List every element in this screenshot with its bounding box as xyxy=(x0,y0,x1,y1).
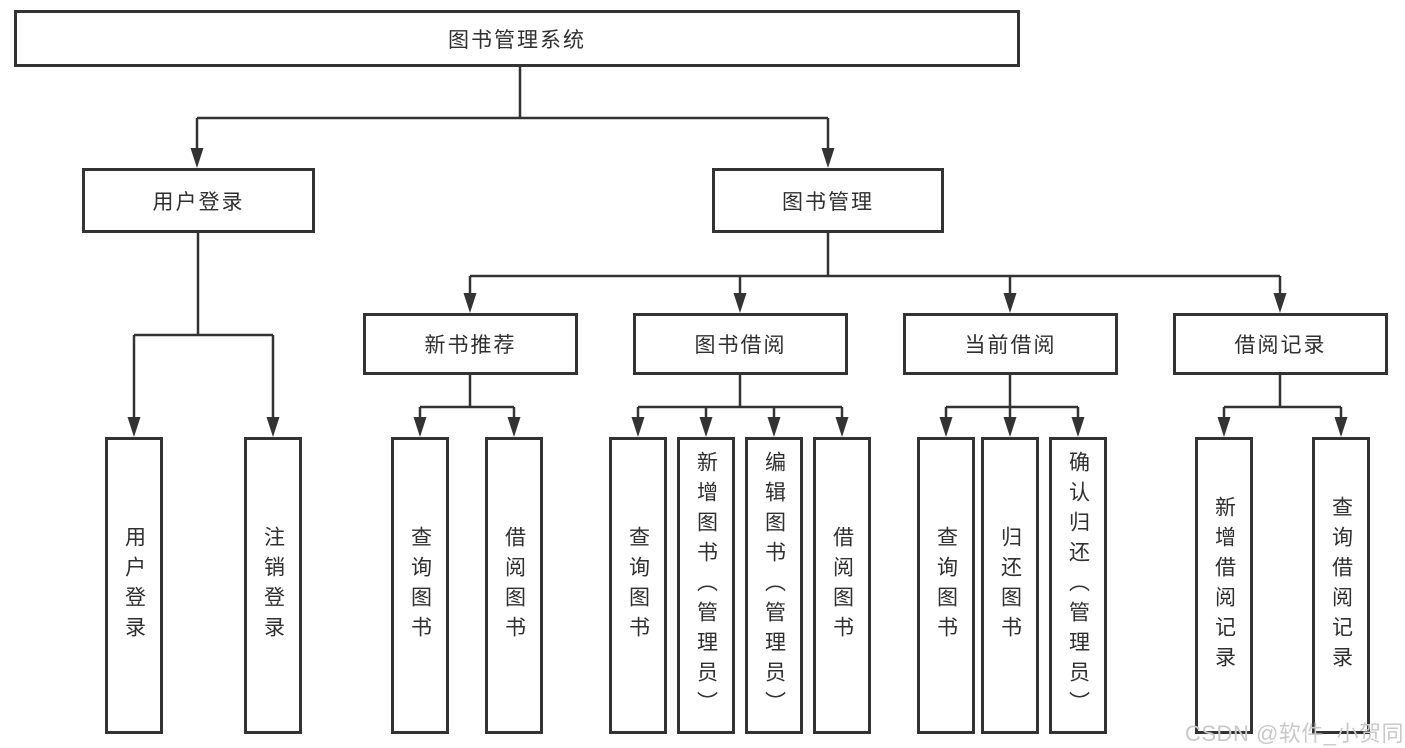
leaf-label: 归还图书 xyxy=(998,525,1022,646)
leaf-borrow-books: 借阅图书 xyxy=(813,437,871,734)
node-book-borrowing: 图书借阅 xyxy=(633,313,848,375)
leaf-label: 编辑图书（管理员） xyxy=(762,450,786,721)
node-book-management: 图书管理 xyxy=(712,168,944,233)
leaf-logout: 注销登录 xyxy=(244,437,302,734)
leaf-label: 查询图书 xyxy=(408,525,432,646)
leaf-label: 注销登录 xyxy=(261,525,285,646)
node-label: 当前借阅 xyxy=(964,334,1057,357)
node-label: 图书管理 xyxy=(782,190,874,214)
leaf-confirm-return-admin: 确认归还（管理员） xyxy=(1049,437,1107,734)
node-current-borrowing: 当前借阅 xyxy=(903,313,1118,375)
leaf-user-login: 用户登录 xyxy=(105,437,163,734)
leaf-label: 查询图书 xyxy=(626,525,650,646)
leaf-label: 新增图书（管理员） xyxy=(694,450,718,721)
node-new-book-recommendation: 新书推荐 xyxy=(363,313,578,375)
leaf-query-books-current: 查询图书 xyxy=(917,437,975,734)
connector-segments xyxy=(132,67,1343,421)
leaf-label: 新增借阅记录 xyxy=(1212,495,1236,676)
leaf-return-books: 归还图书 xyxy=(981,437,1039,734)
node-label: 图书管理系统 xyxy=(448,28,586,52)
leaf-edit-books-admin: 编辑图书（管理员） xyxy=(745,437,803,734)
node-label: 新书推荐 xyxy=(424,334,517,357)
leaf-label: 用户登录 xyxy=(122,525,146,646)
leaf-label: 确认归还（管理员） xyxy=(1066,450,1090,721)
leaf-add-books-admin: 新增图书（管理员） xyxy=(677,437,735,734)
node-borrowing-records: 借阅记录 xyxy=(1173,313,1388,375)
node-label: 借阅记录 xyxy=(1234,334,1327,357)
leaf-add-borrow-record: 新增借阅记录 xyxy=(1195,437,1253,734)
csdn-watermark: CSDN @软件_小贺同学 xyxy=(1185,721,1405,746)
leaf-label: 借阅图书 xyxy=(830,525,854,646)
leaf-label: 借阅图书 xyxy=(502,525,526,646)
node-label: 图书借阅 xyxy=(694,334,787,357)
leaf-query-books-recommend: 查询图书 xyxy=(391,437,449,734)
arrowheads xyxy=(127,148,1348,437)
leaf-label: 查询图书 xyxy=(934,525,958,646)
node-label: 用户登录 xyxy=(152,190,245,214)
leaf-query-borrow-record: 查询借阅记录 xyxy=(1312,437,1370,734)
leaf-query-books-borrowing: 查询图书 xyxy=(609,437,667,734)
node-user-login: 用户登录 xyxy=(82,168,315,233)
leaf-borrow-books-recommend: 借阅图书 xyxy=(485,437,543,734)
leaf-label: 查询借阅记录 xyxy=(1329,495,1353,676)
node-library-management-system: 图书管理系统 xyxy=(14,10,1020,67)
